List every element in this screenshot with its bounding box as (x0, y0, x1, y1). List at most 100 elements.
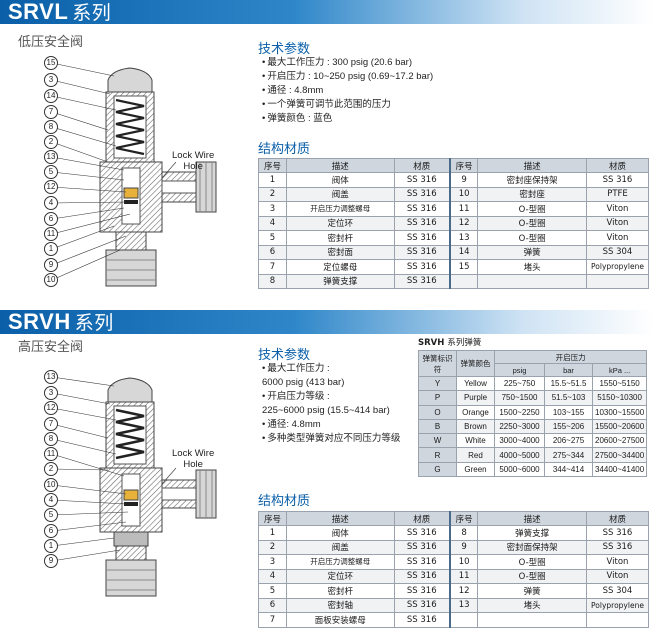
srvl-title: SRVL (8, 0, 69, 24)
callout-srvh-2: 3 (44, 386, 58, 400)
callout-srvl-3: 14 (44, 89, 58, 103)
table-cell: O-型圈 (477, 201, 587, 217)
srvh-title: SRVH (8, 309, 71, 334)
srvh-valve-illustration (51, 376, 217, 597)
table-cell: Polypropylene (585, 259, 650, 275)
table-cell: SS 316 (393, 215, 451, 231)
table-cell: 密封面 (285, 244, 395, 260)
spring-cell: 4000~5000 (494, 447, 545, 463)
spring-cell: Orange (456, 404, 495, 420)
spring-code: R (418, 447, 457, 463)
srvh-tech-list: 最大工作压力 : 6000 psig (413 bar) 开启压力等级 : 22… (262, 362, 400, 446)
srvl-lock-wire-hole-label: Lock Wire Hole (172, 150, 215, 172)
srvl-tech-item: 一个弹簧可调节此范围的压力 (262, 98, 433, 112)
spring-cell: 15500~20600 (591, 418, 648, 435)
srvl-valve-drawing: 15 3 14 7 8 2 13 5 12 4 6 11 1 9 10 Lock… (30, 50, 255, 300)
table-cell: 密封杆 (285, 230, 395, 246)
table-cell: 弹簧支撑 (477, 525, 587, 541)
callout-srvl-8: 5 (44, 165, 58, 179)
table-cell: 14 (448, 244, 479, 260)
table-cell: 定位环 (285, 215, 395, 231)
table-cell: 堵头 (477, 259, 587, 275)
table-cell: 密封轴 (285, 597, 395, 613)
table-cell: 12 (448, 215, 479, 231)
spring-cell: 275~344 (544, 447, 593, 463)
callout-srvh-7: 2 (44, 462, 58, 476)
table-cell: 2 (258, 539, 287, 555)
callout-srvl-10: 4 (44, 196, 58, 210)
table-cell: SS 316 (393, 612, 451, 628)
spring-cell: 1500~2250 (494, 404, 545, 420)
table-cell: SS 316 (393, 186, 451, 202)
table-cell: SS 316 (393, 525, 451, 541)
spring-cell: Brown (456, 418, 495, 435)
table-cell: O-型圈 (477, 215, 587, 231)
table-cell: 11 (448, 568, 479, 584)
table-cell: 5 (258, 230, 287, 246)
srvh-spring-title: SRVH 系列弹簧 (418, 338, 482, 348)
table-cell: 弹簧 (477, 583, 587, 599)
table-cell: 10 (448, 554, 479, 570)
table-cell: 定位环 (285, 568, 395, 584)
callout-srvl-11: 6 (44, 212, 58, 226)
callout-srvl-14: 9 (44, 258, 58, 272)
callout-srvh-5: 8 (44, 432, 58, 446)
srvh-tech-item: 通径: 4.8mm (262, 418, 400, 432)
table-cell: Viton (585, 554, 650, 570)
table-cell: 6 (258, 244, 287, 260)
table-cell: SS 316 (393, 539, 451, 555)
callout-srvl-4: 7 (44, 105, 58, 119)
table-cell: O-型圈 (477, 568, 587, 584)
table-cell: 密封座保持架 (477, 172, 587, 188)
table-cell (585, 273, 650, 289)
table-cell: 3 (258, 554, 287, 570)
table-cell: SS 316 (585, 172, 650, 188)
spring-cell: 155~206 (544, 418, 593, 435)
table-cell: O-型圈 (477, 230, 587, 246)
srvl-title-suffix: 系列 (72, 2, 112, 24)
table-cell: 3 (258, 201, 287, 217)
table-cell: SS 316 (393, 244, 451, 260)
spring-code: O (418, 404, 457, 420)
srvh-tech-item: 最大工作压力 : (262, 362, 400, 376)
callout-srvh-10: 5 (44, 508, 58, 522)
table-cell: 4 (258, 215, 287, 231)
spring-code: W (418, 433, 457, 449)
callout-srvl-13: 1 (44, 242, 58, 256)
table-cell: Viton (585, 201, 650, 217)
spring-cell: 51.5~103 (544, 390, 593, 406)
table-cell: 开启压力调整螺母 (285, 201, 395, 217)
table-cell: 阀体 (285, 172, 395, 188)
callout-srvh-8: 10 (44, 478, 58, 492)
srvh-valve-drawing: 13 3 12 7 8 11 2 10 4 5 6 1 9 Lock Wire … (30, 362, 255, 612)
callout-srvl-6: 2 (44, 135, 58, 149)
spring-code: G (418, 461, 457, 478)
spring-cell: 750~1500 (494, 390, 545, 406)
spring-code: P (418, 390, 457, 406)
callout-srvl-12: 11 (44, 227, 58, 241)
table-cell: 密封座 (477, 186, 587, 202)
table-cell: 13 (448, 230, 479, 246)
spring-cell: Green (456, 461, 495, 478)
table-cell: SS 316 (393, 583, 451, 599)
table-cell: 6 (258, 597, 287, 613)
srvl-tech-item: 开启压力 : 10~250 psig (0.69~17.2 bar) (262, 70, 433, 84)
callout-srvh-13: 9 (44, 554, 58, 568)
table-cell: Viton (585, 568, 650, 584)
table-cell (585, 612, 650, 628)
callout-srvl-15: 10 (44, 273, 58, 287)
spring-cell: 103~155 (544, 404, 593, 420)
table-cell: Viton (585, 230, 650, 246)
